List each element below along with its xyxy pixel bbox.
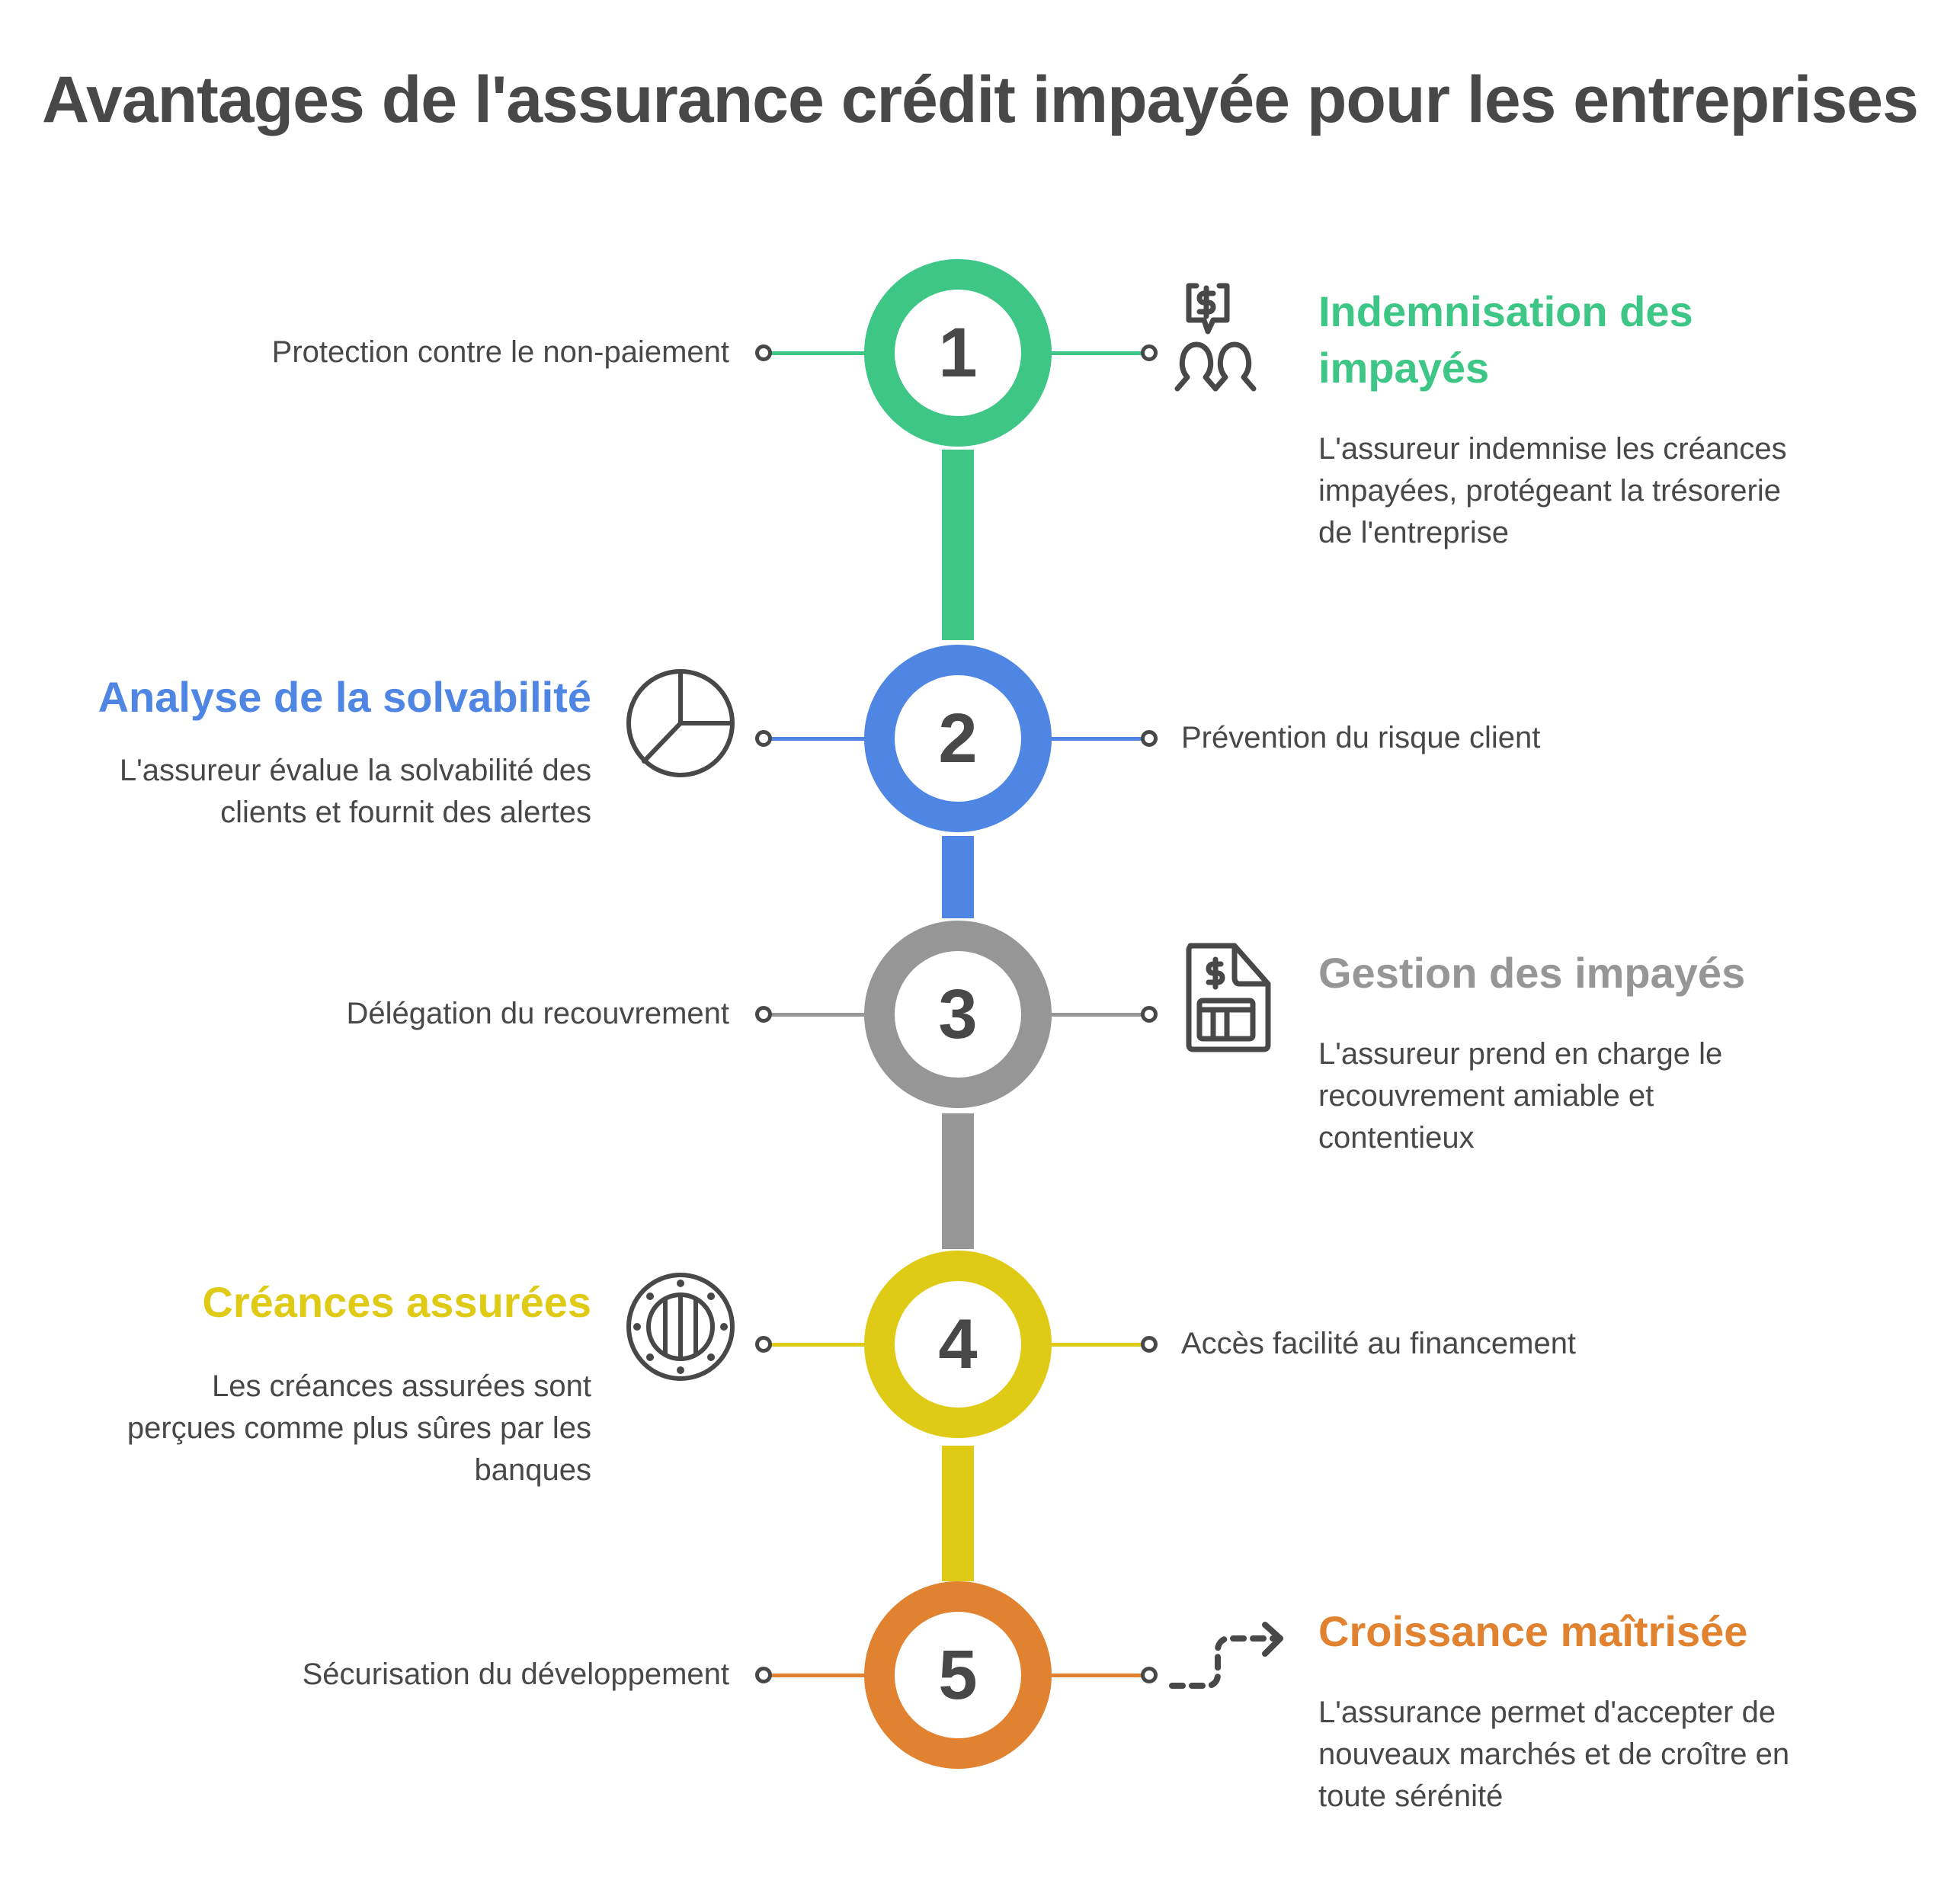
- step-number-3: 3: [938, 975, 978, 1053]
- connector-left-5: [768, 1674, 867, 1677]
- step-1-description-line: L'assureur indemnise les créances: [1318, 432, 1787, 466]
- step-number-1: 1: [938, 314, 978, 392]
- connector-dot-right-3: [1141, 1006, 1158, 1023]
- step-5-heading: Croissance maîtrisée: [1318, 1607, 1748, 1655]
- connector-left-2: [768, 737, 867, 741]
- step-1-heading: Indemnisation des impayés: [1318, 283, 1693, 396]
- connector-right-4: [1049, 1343, 1148, 1347]
- step-circle-2: 2: [864, 645, 1052, 832]
- connector-dot-right-2: [1141, 730, 1158, 747]
- connector-dot-right-5: [1141, 1667, 1158, 1683]
- connector-dot-right-4: [1141, 1336, 1158, 1353]
- connector-left-3: [768, 1013, 867, 1017]
- step-circle-1: 1: [864, 259, 1052, 447]
- step-1-heading-line-2: impayés: [1318, 344, 1490, 392]
- step-number-5: 5: [938, 1636, 978, 1714]
- connector-dot-left-1: [755, 344, 772, 361]
- step-5-description: L'assurance permet d'accepter de nouveau…: [1318, 1692, 1789, 1818]
- step-number-2: 2: [938, 700, 978, 777]
- step-4-description-line: Les créances assurées sont: [211, 1369, 591, 1403]
- step-4-heading: Créances assurées: [202, 1278, 591, 1326]
- step-1-left-label: Protection contre le non-paiement: [271, 335, 729, 369]
- step-5-description-line: L'assurance permet d'accepter de: [1318, 1696, 1776, 1729]
- step-3-left-label: Délégation du recouvrement: [346, 997, 729, 1030]
- page-title: Avantages de l'assurance crédit impayée …: [42, 63, 1919, 136]
- step-1-description: L'assureur indemnise les créances impayé…: [1318, 428, 1787, 554]
- step-3-heading: Gestion des impayés: [1318, 949, 1746, 997]
- step-number-4: 4: [938, 1305, 978, 1383]
- step-circle-5: 5: [864, 1581, 1052, 1769]
- step-4-description-line: perçues comme plus sûres par les: [127, 1411, 591, 1445]
- step-2-right-label: Prévention du risque client: [1181, 721, 1541, 754]
- connector-dot-left-3: [755, 1006, 772, 1023]
- step-1-description-line: impayées, protégeant la trésorerie: [1318, 474, 1781, 508]
- step-2-description-line: clients et fournit des alertes: [220, 796, 591, 829]
- step-3-description-line: contentieux: [1318, 1121, 1475, 1155]
- money-chat-people-icon: [1174, 283, 1257, 392]
- spine-segment-2: [942, 836, 974, 918]
- invoice-document-icon: [1186, 943, 1271, 1052]
- step-4-description: Les créances assurées sont perçues comme…: [127, 1366, 591, 1491]
- step-5-description-line: nouveaux marchés et de croître en: [1318, 1738, 1790, 1771]
- connector-dot-left-2: [755, 730, 772, 747]
- step-2-heading: Analyse de la solvabilité: [98, 673, 591, 721]
- step-5-left-label: Sécurisation du développement: [302, 1658, 729, 1691]
- connector-dot-left-4: [755, 1336, 772, 1353]
- vault-porthole-icon: [626, 1273, 735, 1381]
- spine-segment-3: [942, 1113, 974, 1249]
- step-4-description-line: banques: [474, 1453, 591, 1487]
- connector-right-3: [1049, 1013, 1148, 1017]
- connector-dot-right-1: [1141, 344, 1158, 361]
- connector-right-2: [1049, 737, 1148, 741]
- connector-right-1: [1049, 351, 1148, 355]
- step-3-description: L'assureur prend en charge le recouvreme…: [1318, 1033, 1722, 1159]
- step-3-description-line: L'assureur prend en charge le: [1318, 1037, 1723, 1071]
- dashed-growth-arrow-icon: [1169, 1622, 1283, 1689]
- step-2-description-line: L'assureur évalue la solvabilité des: [119, 754, 591, 787]
- pie-chart-icon: [626, 669, 735, 777]
- step-5-description-line: toute sérénité: [1318, 1779, 1504, 1813]
- step-4-right-label: Accès facilité au financement: [1181, 1327, 1577, 1360]
- step-1-heading-line-1: Indemnisation des: [1318, 287, 1693, 335]
- spine-segment-4: [942, 1446, 974, 1581]
- connector-left-4: [768, 1343, 867, 1347]
- connector-right-5: [1049, 1674, 1148, 1677]
- step-circle-4: 4: [864, 1251, 1052, 1438]
- step-3-description-line: recouvrement amiable et: [1318, 1079, 1654, 1113]
- step-1-description-line: de l'entreprise: [1318, 516, 1509, 549]
- step-2-description: L'assureur évalue la solvabilité des cli…: [120, 750, 591, 834]
- step-circle-3: 3: [864, 921, 1052, 1108]
- connector-dot-left-5: [755, 1667, 772, 1683]
- connector-left-1: [768, 351, 867, 355]
- spine-segment-1: [942, 450, 974, 640]
